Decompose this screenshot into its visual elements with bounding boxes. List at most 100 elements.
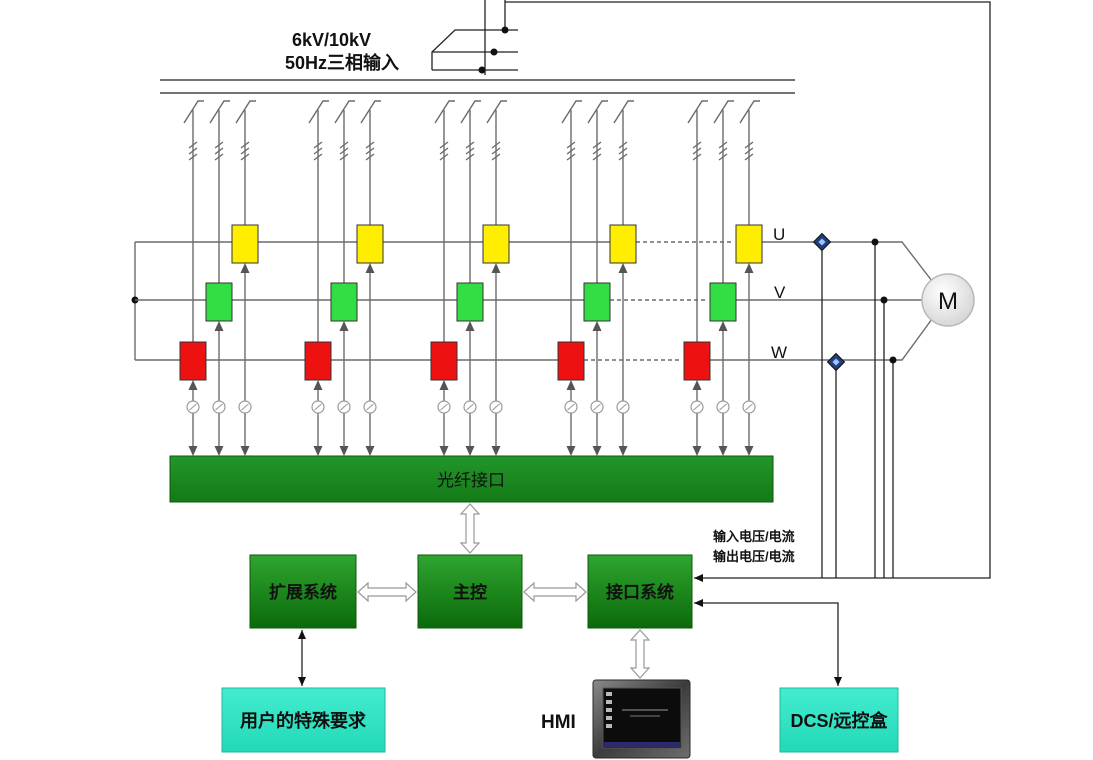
fiber-interface-label: 光纤接口 [437,471,505,490]
input-feedback-line [505,1,991,582]
cell-branch-1-u [231,100,259,456]
output-feedback-label: 输出电压/电流 [713,549,795,564]
fiber-converter-icon [716,400,730,414]
power-cell-u [609,224,637,264]
phase-w-line [135,318,933,361]
hatch-mark [240,153,250,161]
three-phase-hatch-icon [214,141,224,161]
power-cell-u [231,224,259,264]
input-switch-icon [431,0,518,75]
three-phase-hatch-icon [339,141,349,161]
three-phase-hatch-icon [188,141,198,161]
cell-branch-2-w [304,100,332,456]
hatch-mark [240,147,250,155]
current-sensor-u-icon [812,232,832,252]
motor-label: M [938,288,958,315]
fiber-main-double-arrow-icon [459,503,481,554]
interface-system-label: 接口系统 [606,582,674,602]
converter-slash [215,403,223,411]
power-cell-u [356,224,384,264]
converter-slash [189,403,197,411]
transformer-winding-icon [613,100,634,124]
main-control-label: 主控 [453,582,487,602]
transformer-winding-icon [235,100,256,124]
hatch-mark [188,153,198,161]
converter-slash [593,403,601,411]
interface-dcs-link [694,599,842,686]
converter-slash [466,403,474,411]
cell-branch-5-w [683,100,711,456]
hatch-mark [692,147,702,155]
hatch-mark [214,147,224,155]
arrow-down-icon [692,446,702,456]
hatch-mark [618,153,628,161]
transformer-winding-icon [486,100,507,124]
fiber-converter-icon [311,400,325,414]
arrow-up-icon [465,321,475,331]
input-feedback-label: 输入电压/电流 [713,529,795,544]
cell-branch-1-w [179,100,207,456]
transformer-winding-icon [434,100,455,124]
power-cell-w [430,341,458,381]
three-phase-hatch-icon [592,141,602,161]
arrow-up-icon [313,380,323,390]
hatch-mark [618,141,628,149]
converter-slash [340,403,348,411]
arrow-down-icon [188,446,198,456]
converter-slash [366,403,374,411]
user-requirements-label: 用户的特殊要求 [240,710,367,731]
arrow-down-icon [339,446,349,456]
converter-slash [440,403,448,411]
user-requirements-box: 用户的特殊要求 [221,687,386,753]
cell-branch-1-v [205,100,233,456]
three-phase-hatch-icon [240,141,250,161]
fiber-converter-icon [463,400,477,414]
cell-branch-3-w [430,100,458,456]
hatch-mark [365,141,375,149]
hatch-mark [592,147,602,155]
three-phase-hatch-icon [692,141,702,161]
hatch-mark [718,147,728,155]
cell-branch-4-w [557,100,585,456]
transformer-winding-icon [183,100,204,124]
converter-slash [314,403,322,411]
hatch-mark [339,147,349,155]
current-sensor-w-icon [826,352,846,372]
transformer-winding-icon [713,100,734,124]
hatch-mark [214,141,224,149]
hatch-mark [744,153,754,161]
hatch-mark [491,153,501,161]
hatch-mark [240,141,250,149]
arrow-down-icon [214,446,224,456]
interface-system-box: 接口系统 [587,554,693,629]
converter-slash [693,403,701,411]
transformer-winding-icon [687,100,708,124]
transformer-winding-icon [209,100,230,124]
three-phase-hatch-icon [491,141,501,161]
power-cells [179,100,763,456]
power-cell-v [205,282,233,322]
hatch-mark [439,147,449,155]
cell-branch-3-v [456,100,484,456]
fiber-interface-box: 光纤接口 [169,455,774,503]
hatch-mark [592,141,602,149]
hatch-mark [313,147,323,155]
main-control-box: 主控 [417,554,523,629]
three-phase-hatch-icon [566,141,576,161]
power-cell-v [330,282,358,322]
transformer-winding-icon [739,100,760,124]
arrow-down-icon [439,446,449,456]
hmi-label: HMI [541,712,576,733]
arrow-up-icon [692,380,702,390]
hatch-mark [465,153,475,161]
arrow-up-icon [365,263,375,273]
arrow-up-icon [439,380,449,390]
arrow-down-icon [465,446,475,456]
arrow-up-icon [744,263,754,273]
three-phase-hatch-icon [744,141,754,161]
arrow-up-icon [339,321,349,331]
cell-branch-2-u [356,100,384,456]
expansion-system-box: 扩展系统 [249,554,357,629]
hmi-monitor-icon [592,679,691,759]
hatch-mark [618,147,628,155]
